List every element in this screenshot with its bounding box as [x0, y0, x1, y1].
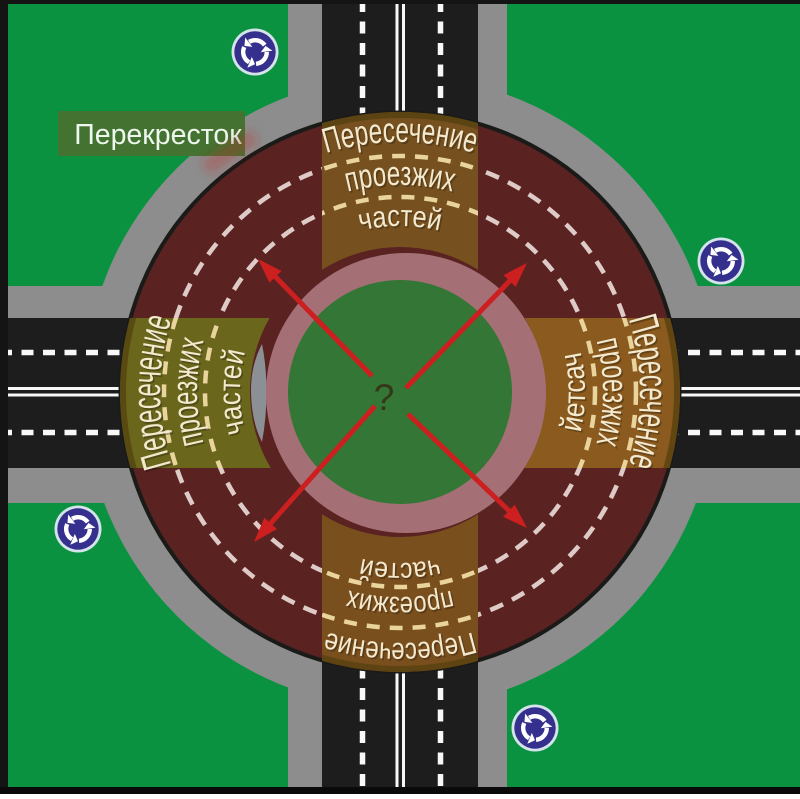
- svg-text:?: ?: [374, 377, 395, 418]
- svg-text:йетсач: йетсач: [553, 350, 592, 434]
- svg-text:йетсач: йетсач: [555, 352, 594, 436]
- svg-text:Перекресток: Перекресток: [74, 119, 242, 151]
